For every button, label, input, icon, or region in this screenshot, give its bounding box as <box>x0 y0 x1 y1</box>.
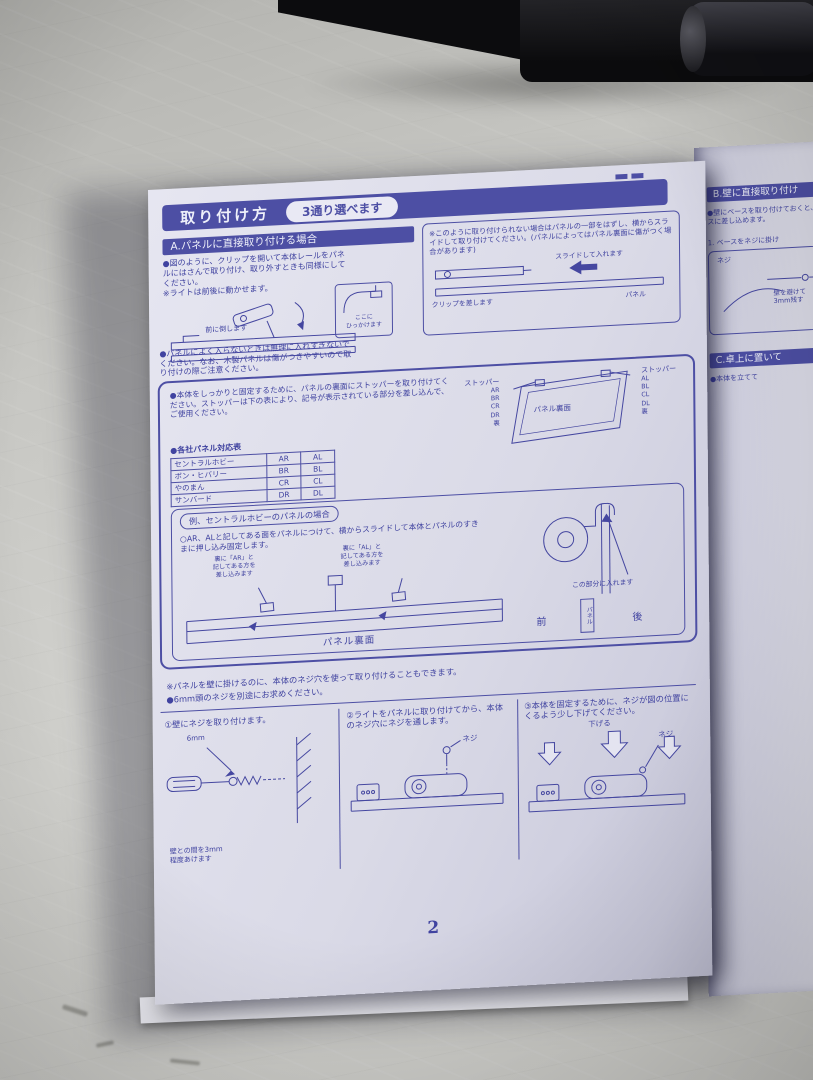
lamp-clip-diagram <box>170 302 356 363</box>
panel-back-label: パネル裏面 <box>533 403 572 415</box>
step2-column: ②ライトをパネルに取り付けてから、本体のネジ穴にネジを通します。 <box>346 702 511 871</box>
section-a-header: A.パネルに直接取り付ける場合 <box>162 226 415 256</box>
example-rail-figure <box>178 564 512 660</box>
example-panel-back-caption: パネル裏面 <box>322 634 376 649</box>
code-cell: DR <box>267 487 302 502</box>
panel-rear-diagram <box>511 369 631 444</box>
step1-column: ①壁にネジを取り付けます。 <box>165 711 334 880</box>
section-b-text: ●壁にベースを取り付けておくと、前のようにベースに差し込めます。 <box>707 201 813 227</box>
al-insert-label: 裏に「AL」と 記してある方を 差し込みます <box>340 543 384 568</box>
black-device-hinge-cap <box>680 6 706 72</box>
black-device-hinge <box>688 2 813 76</box>
desk-scuff <box>169 1058 201 1066</box>
section-c-header: C.卓上に置いて <box>709 342 813 369</box>
lower-body-figure: 下げる ネジ <box>524 717 693 830</box>
stopper-instruction: ●本体をしっかりと固定するために、パネルの裏面にストッパーを取り付けてください。… <box>169 376 449 420</box>
page-number: 2 <box>427 917 440 939</box>
screwdriver-figure: 6mm <box>165 727 334 836</box>
section-c-title: C.卓上に置いて <box>715 351 783 367</box>
step2-text: ②ライトをパネルに取り付けてから、本体のネジ穴にネジを通します。 <box>346 702 504 731</box>
black-device-arm <box>278 0 534 62</box>
section-b-title: B.壁に直接取り付け <box>712 184 799 201</box>
example-rail-diagram <box>186 574 503 645</box>
brand-mark-icon <box>615 173 644 180</box>
slide-figure: スライドして入れます クリップを差します パネル <box>429 247 673 312</box>
wall-base-figure: ネジ 壁を避けて 3mm残す <box>707 243 813 336</box>
example-title: 例、セントラルホビーのパネルの場合 <box>179 505 339 530</box>
screw-through-figure: ネジ <box>347 730 512 831</box>
code-cell: DL <box>300 486 336 500</box>
lower-body-diagram <box>528 730 686 813</box>
step3-column: ③本体を固定するために、ネジが図の位置にくるよう少し下げてください。 <box>524 692 693 861</box>
slide-note-box: ※このように取り付けられない場合はパネルの一部をはずし、横からスライドして取り付… <box>422 210 681 336</box>
section-a-bullet1: ●図のように、クリップを開いて本体レールをパネルにはさんで取り付け、取り外すとき… <box>162 249 346 299</box>
hook-detail-diagram <box>343 285 383 313</box>
panel-rear-figure: パネル裏面 <box>501 365 637 467</box>
slide-diagram <box>434 260 664 297</box>
lamp-clip-figure: 前に倒します <box>167 297 363 371</box>
section-b-step: 1. ベースをネジに掛け <box>707 235 780 248</box>
steps-row: ①壁にネジを取り付けます。 <box>161 688 698 884</box>
wall-gap-label: 壁との間を3mm 程度あけます <box>169 844 223 865</box>
panel-table-caption: ●各社パネル対応表 <box>170 442 242 456</box>
wall-base-diagram <box>723 273 813 312</box>
section-c-text: ●本体を立てて <box>709 372 759 384</box>
side-view-diagram <box>543 502 629 594</box>
screwdriver-diagram <box>166 733 312 824</box>
gap-label: 壁を避けて 3mm残す <box>773 287 807 306</box>
panel-label: パネル <box>625 290 646 300</box>
hook-here-label: ここに ひっかけます <box>345 313 382 330</box>
side-view-figure: この部分に入れます 前 パネル 後 <box>523 486 682 642</box>
column-divider <box>338 708 341 869</box>
ar-insert-label: 裏に「AR」と 記してある方を 差し込みます <box>212 553 256 579</box>
stopper-code: 裏 <box>493 419 500 428</box>
brand-bar <box>615 173 628 180</box>
right-page: B.壁に直接取り付け ●壁にベースを取り付けておくと、前のようにベースに差し込め… <box>694 135 813 997</box>
hook-inset-box: ここに ひっかけます <box>334 281 394 339</box>
screw-through-diagram <box>350 739 504 812</box>
front-label: 前 <box>536 616 547 629</box>
panel-tag: パネル <box>580 598 595 633</box>
stopper-right-labels: ストッパー AL BL CL DL 裏 <box>641 364 689 417</box>
brand-bar <box>631 173 644 179</box>
stopper-box: ●本体をしっかりと固定するために、パネルの裏面にストッパーを取り付けてください。… <box>157 353 698 671</box>
main-page: 取り付け方 3通り選べます A.パネルに直接取り付ける場合 ●図のように、クリッ… <box>148 160 713 1005</box>
desk-scuff <box>61 1004 89 1017</box>
screw-label: ネジ <box>716 256 732 265</box>
step1-text: ①壁にネジを取り付けます。 <box>164 714 271 730</box>
column-divider <box>517 699 520 860</box>
desk-scuff <box>95 1040 115 1048</box>
methods-badge: 3通り選べます <box>285 195 399 223</box>
section-b-header: B.壁に直接取り付け <box>706 176 813 203</box>
screw-label: ネジ <box>462 733 478 744</box>
pull-down-label: 下げる <box>588 718 611 729</box>
rear-label: 後 <box>632 611 643 624</box>
section-a-title: A.パネルに直接取り付ける場合 <box>170 233 318 253</box>
screw-label: ネジ <box>658 728 674 739</box>
page-title: 取り付け方 <box>180 204 271 227</box>
6mm-label: 6mm <box>186 734 205 744</box>
example-box: 例、セントラルホビーのパネルの場合 ○AR、ALと記してある面をパネルにつけて、… <box>170 482 686 662</box>
stopper-left-labels: ストッパー AR BR CR DR 裏 <box>455 378 499 430</box>
